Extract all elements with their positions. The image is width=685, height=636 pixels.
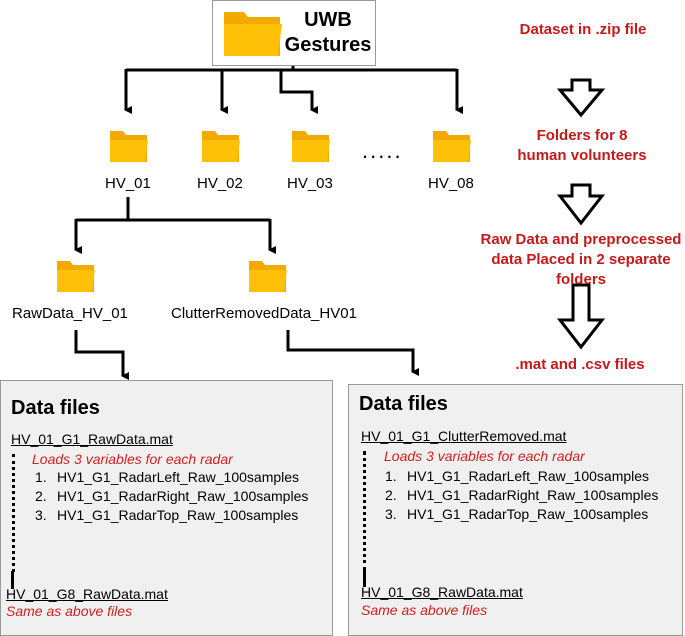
dotted-connector — [363, 451, 369, 571]
variables-list: 1.HV1_G1_RadarLeft_Raw_100samples 2.HV1_… — [35, 468, 308, 525]
panel-title: Data files — [359, 393, 448, 415]
same-as-above-note: Same as above files — [6, 603, 133, 619]
folder-icon — [249, 261, 287, 292]
same-as-above-note: Same as above files — [361, 602, 488, 618]
list-item: 2.HV1_G1_RadarRight_Raw_100samples — [35, 488, 309, 504]
step-dataset-zip: Dataset in .zip file — [519, 21, 647, 38]
folder-icon — [292, 131, 330, 162]
first-file-name: HV_01_G1_ClutterRemoved.mat — [361, 428, 567, 444]
hv01-connector — [76, 197, 270, 222]
folder-label-hv08: HV_08 — [428, 175, 474, 192]
data-files-panel-clutter: Data files HV_01_G1_ClutterRemoved.mat L… — [348, 384, 683, 636]
data-files-panel-raw: Data files HV_01_G1_RawData.mat Loads 3 … — [0, 380, 333, 636]
list-item: 2.HV1_G1_RadarRight_Raw_100samples — [385, 487, 659, 503]
folder-label-hv01: HV_01 — [105, 175, 151, 192]
step-volunteer-folders: Folders for 8 human volunteers — [517, 127, 647, 164]
connector-bar — [363, 569, 366, 587]
folder-label-hv02: HV_02 — [197, 175, 243, 192]
arrow-to-hv03 — [279, 70, 318, 114]
root-title: UWB Gestures — [284, 9, 372, 56]
root-connector — [126, 66, 457, 72]
variables-list: 1.HV1_G1_RadarLeft_Raw_100samples 2.HV1_… — [385, 467, 658, 524]
variables-note: Loads 3 variables for each radar — [32, 451, 233, 467]
dotted-connector — [12, 454, 18, 572]
folder-icon — [202, 131, 240, 162]
list-item: 1.HV1_G1_RadarLeft_Raw_100samples — [35, 469, 300, 485]
connector-bar — [11, 571, 14, 589]
last-file-name: HV_01_G8_RawData.mat — [6, 586, 168, 602]
folder-icon — [433, 131, 471, 162]
last-file-name: HV_01_G8_RawData.mat — [361, 584, 523, 600]
hollow-down-arrow-icon — [556, 183, 606, 226]
list-item: 3.HV1_G1_RadarTop_Raw_100samples — [35, 507, 299, 523]
step-raw-and-preprocessed: Raw Data and preprocessed data Placed in… — [480, 231, 682, 288]
list-item: 1.HV1_G1_RadarLeft_Raw_100samples — [385, 468, 650, 484]
variables-note: Loads 3 variables for each radar — [384, 448, 585, 464]
step-mat-csv: .mat and .csv files — [515, 356, 645, 373]
arrow-to-panel-left — [74, 330, 129, 380]
folder-label-hv03: HV_03 — [287, 175, 333, 192]
folder-icon — [110, 131, 148, 162]
folder-label-clutter: ClutterRemovedData_HV01 — [171, 305, 357, 322]
hollow-down-arrow-icon — [556, 283, 606, 350]
folder-icon — [57, 261, 95, 292]
list-item: 3.HV1_G1_RadarTop_Raw_100samples — [385, 506, 649, 522]
first-file-name: HV_01_G1_RawData.mat — [11, 431, 173, 447]
panel-title: Data files — [11, 397, 100, 419]
hollow-down-arrow-icon — [556, 78, 606, 118]
arrow-to-panel-right — [286, 330, 419, 376]
folder-icon — [224, 12, 282, 56]
folder-label-rawdata: RawData_HV_01 — [12, 305, 128, 322]
ellipsis: ..... — [362, 138, 403, 163]
